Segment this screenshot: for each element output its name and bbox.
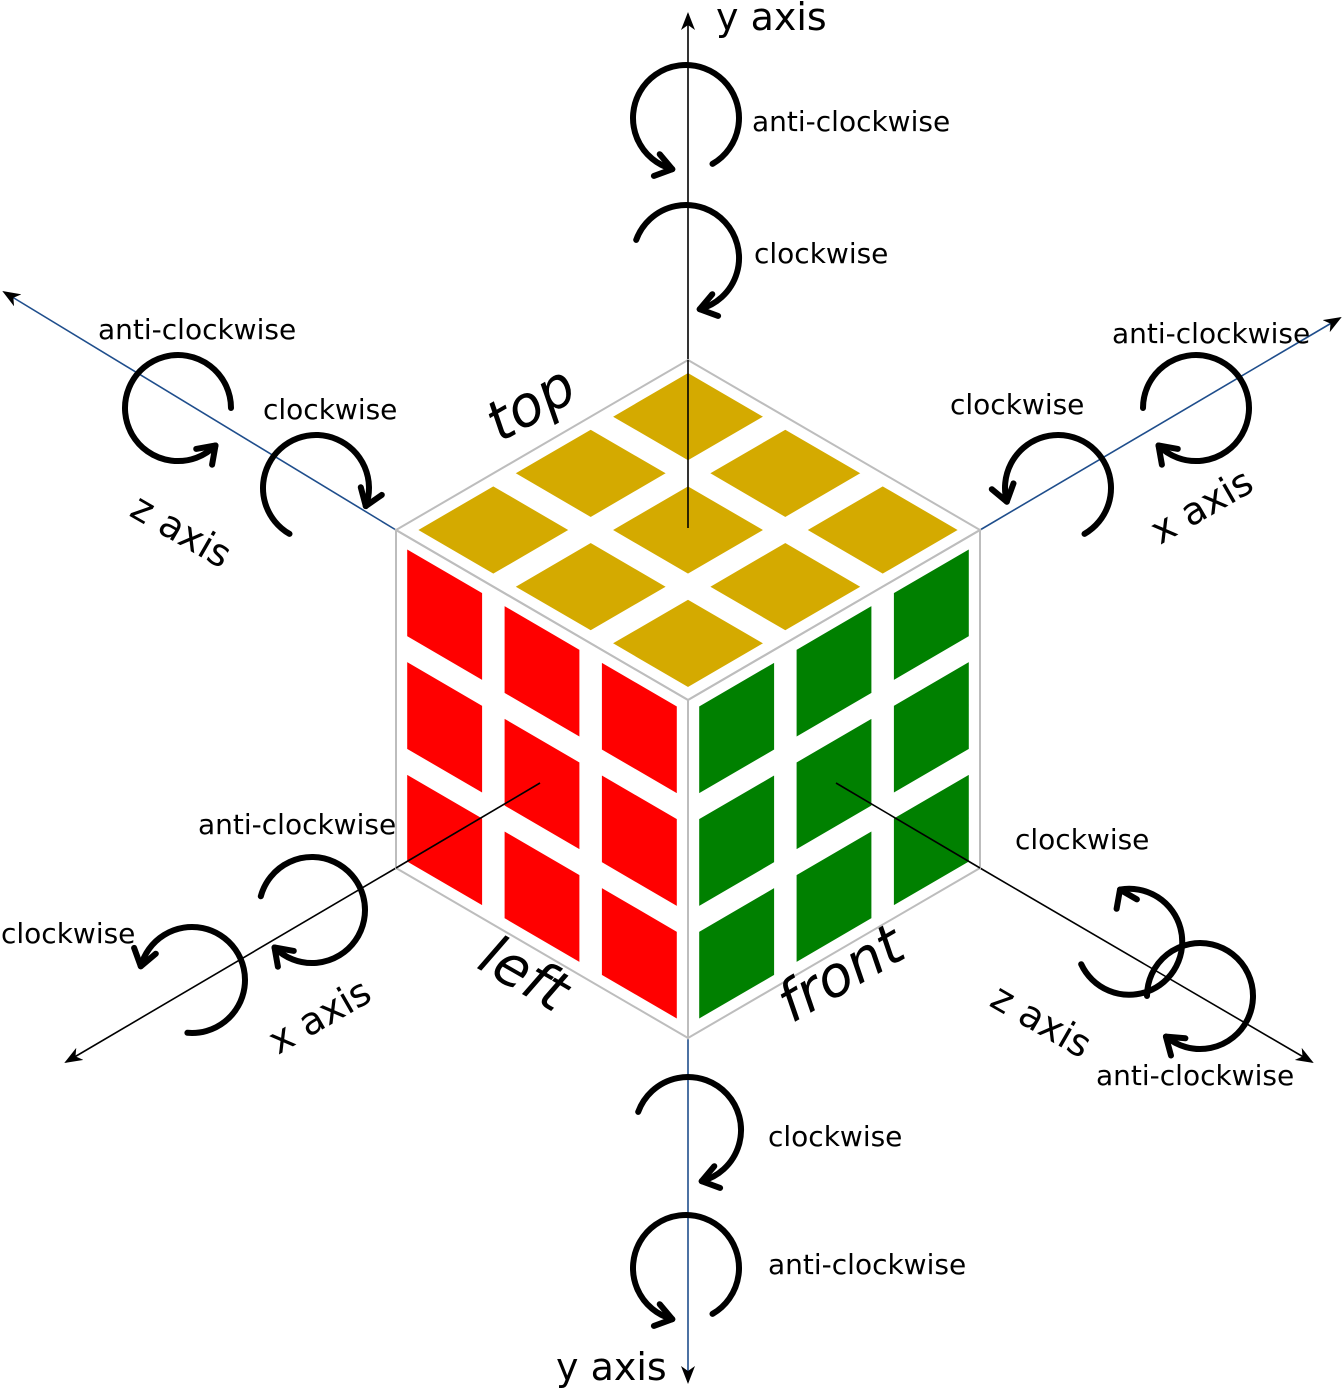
rotation-label: anti-clockwise	[752, 105, 950, 138]
sticker	[502, 602, 582, 740]
top-face	[394, 358, 982, 702]
sticker	[511, 540, 670, 633]
sticker	[706, 427, 865, 520]
axis-lines	[2, 12, 1342, 1384]
z-axis-line	[2, 290, 397, 531]
sticker	[502, 828, 582, 966]
sticker	[803, 484, 962, 576]
rotate-anticlockwise-icon	[630, 1212, 742, 1329]
sticker	[414, 484, 573, 576]
sticker	[794, 828, 874, 966]
rotation-label: anti-clockwise	[198, 808, 396, 841]
sticker	[405, 546, 485, 684]
x-axis-line	[979, 316, 1342, 531]
rotate-anticlockwise-icon	[630, 62, 742, 179]
sticker	[706, 540, 865, 633]
sticker	[697, 659, 777, 797]
rotation-label: clockwise	[1, 917, 135, 950]
rotation-arrows	[122, 62, 1256, 1329]
axis-label-y-top: y axis	[716, 0, 827, 39]
rotate-clockwise-icon	[257, 854, 368, 970]
rotate-anticlockwise-icon	[122, 352, 234, 468]
z-axis-line	[979, 867, 1314, 1064]
rotation-label: anti-clockwise	[1112, 317, 1310, 350]
rotate-anticlockwise-icon	[131, 924, 248, 1036]
rotation-label: anti-clockwise	[1096, 1059, 1294, 1092]
sticker	[891, 658, 971, 796]
axis-lines-over-cube	[395, 360, 981, 869]
rotation-label: anti-clockwise	[768, 1248, 966, 1281]
sticker	[609, 484, 767, 576]
sticker	[697, 884, 777, 1022]
sticker	[502, 715, 582, 853]
sticker	[405, 658, 485, 796]
rotate-clockwise-icon	[633, 202, 742, 319]
axis-label-x-upper-right: x axis	[1143, 459, 1261, 552]
sticker	[794, 602, 874, 740]
axis-label-z-upper-left: z axis	[124, 485, 240, 577]
sticker	[794, 715, 874, 853]
sticker	[697, 772, 777, 910]
sticker	[511, 427, 670, 520]
sticker	[599, 884, 679, 1022]
sticker	[609, 597, 767, 690]
rotate-anticlockwise-icon	[988, 432, 1114, 537]
rotate-clockwise-icon	[260, 431, 385, 537]
sticker	[599, 659, 679, 797]
rotation-label: clockwise	[1015, 823, 1149, 856]
x-axis-line-inner	[395, 782, 541, 869]
x-axis-line	[64, 867, 397, 1064]
rotate-clockwise-icon	[635, 1074, 744, 1191]
axis-label-y-bottom: y axis	[556, 1345, 667, 1389]
rotation-label: clockwise	[263, 393, 397, 426]
rotation-label: clockwise	[950, 388, 1084, 421]
z-axis-line-inner	[835, 782, 981, 869]
rotation-label: clockwise	[754, 237, 888, 270]
axis-label-x-lower-left: x axis	[261, 969, 379, 1062]
rotation-label: clockwise	[768, 1120, 902, 1153]
sticker	[891, 546, 971, 684]
rotate-anticlockwise-icon	[1078, 885, 1186, 998]
rotate-clockwise-icon	[1144, 940, 1256, 1059]
rotate-clockwise-icon	[1140, 352, 1252, 468]
axis-label-z-lower-right: z axis	[984, 975, 1100, 1067]
rotation-label: anti-clockwise	[98, 313, 296, 346]
sticker	[599, 772, 679, 910]
